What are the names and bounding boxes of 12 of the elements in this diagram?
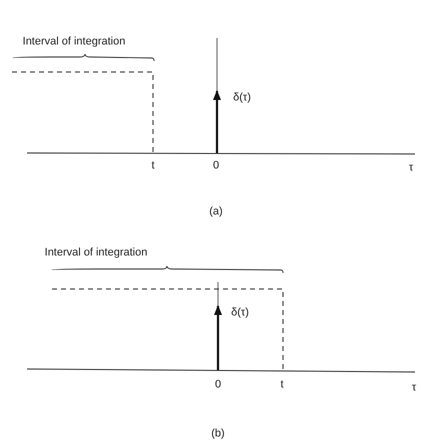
panel-label: (b) (211, 428, 225, 440)
tick-label: t (151, 160, 155, 172)
tick-label: τ (408, 162, 414, 174)
axis-title: Interval of integration (22, 36, 126, 48)
tick-label: 0 (212, 160, 220, 172)
impulse-label: δ(τ) (233, 92, 251, 104)
impulse-label: δ(τ) (231, 308, 249, 318)
tick-label: τ (412, 382, 416, 394)
tick-label: 0 (214, 380, 222, 390)
tick-label: t (280, 380, 284, 390)
axis-title: Interval of integration (44, 248, 148, 258)
panel-label: (a) (209, 206, 223, 218)
